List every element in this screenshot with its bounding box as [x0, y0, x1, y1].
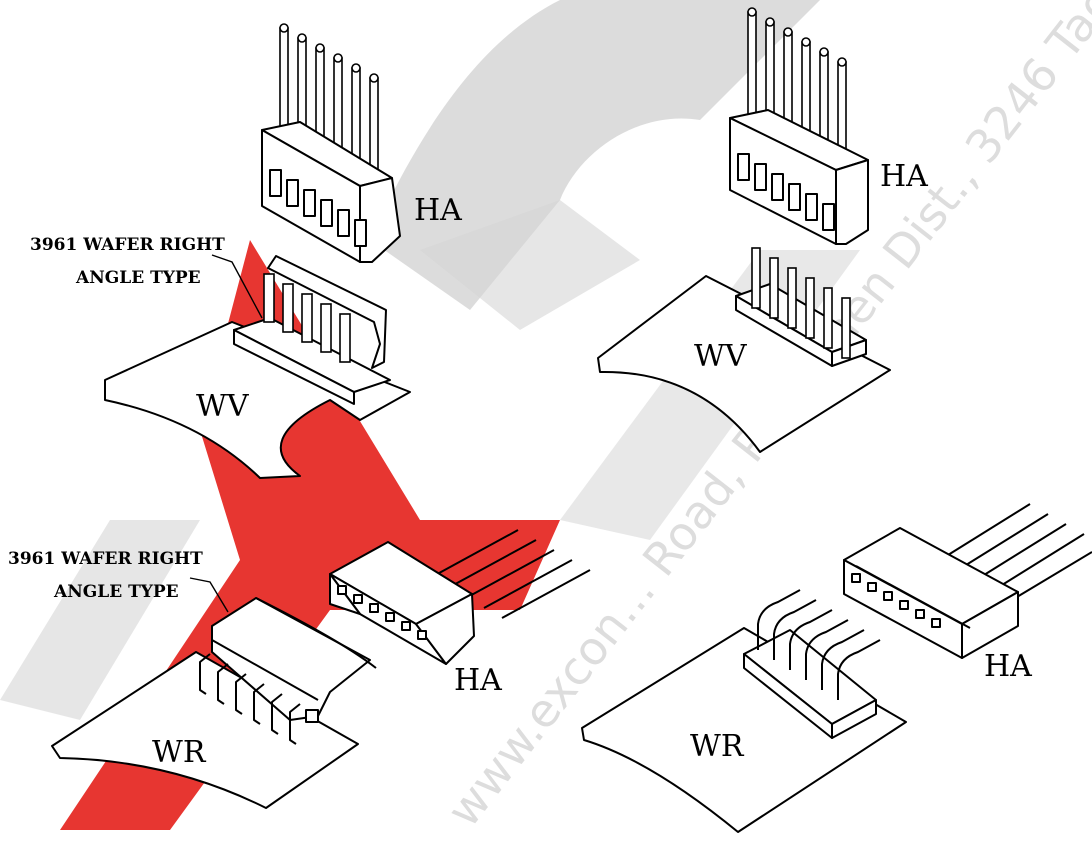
bottom-left-assembly: 3961 WAFER RIGHT ANGLE TYPE HA [8, 529, 591, 809]
top-right-ha-housing [729, 109, 869, 245]
top-left-wv-wafer [233, 255, 391, 405]
bottom-left-wafer-label: WR [152, 735, 207, 770]
top-left-board [104, 321, 411, 479]
bottom-left-wr-wafer [199, 597, 377, 745]
top-right-wv-wafer [735, 247, 867, 367]
top-left-note-line1: 3961 WAFER RIGHT [30, 235, 225, 255]
top-left-note-leader [211, 254, 263, 319]
top-left-note-line2: ANGLE TYPE [75, 268, 201, 288]
bottom-right-wr-wafer [743, 589, 881, 739]
bottom-left-note-line1: 3961 WAFER RIGHT [8, 549, 203, 569]
bottom-right-housing-label: HA [984, 649, 1032, 684]
bottom-left-housing-label: HA [454, 663, 502, 698]
bottom-left-board [51, 651, 359, 809]
top-left-ha-housing [261, 121, 401, 263]
bottom-left-ha-housing [329, 529, 591, 665]
top-left-housing-label: HA [414, 193, 462, 228]
bottom-left-note-line2: ANGLE TYPE [53, 582, 179, 602]
bottom-right-ha-housing [843, 503, 1092, 659]
bottom-right-wafer-label: WR [690, 729, 745, 764]
top-right-board [597, 275, 891, 453]
top-right-housing-label: HA [880, 159, 928, 194]
top-right-housing-pins [747, 7, 847, 181]
top-right-wafer-label: WV [694, 339, 748, 374]
top-right-assembly: HA WV [597, 7, 928, 453]
top-left-wafer-label: WV [196, 389, 250, 424]
top-left-assembly: HA 3961 WAFER RIGHT ANGLE TYPE WV [30, 23, 462, 479]
bottom-right-assembly: HA WR [581, 503, 1092, 833]
bottom-left-note-leader [189, 577, 229, 613]
